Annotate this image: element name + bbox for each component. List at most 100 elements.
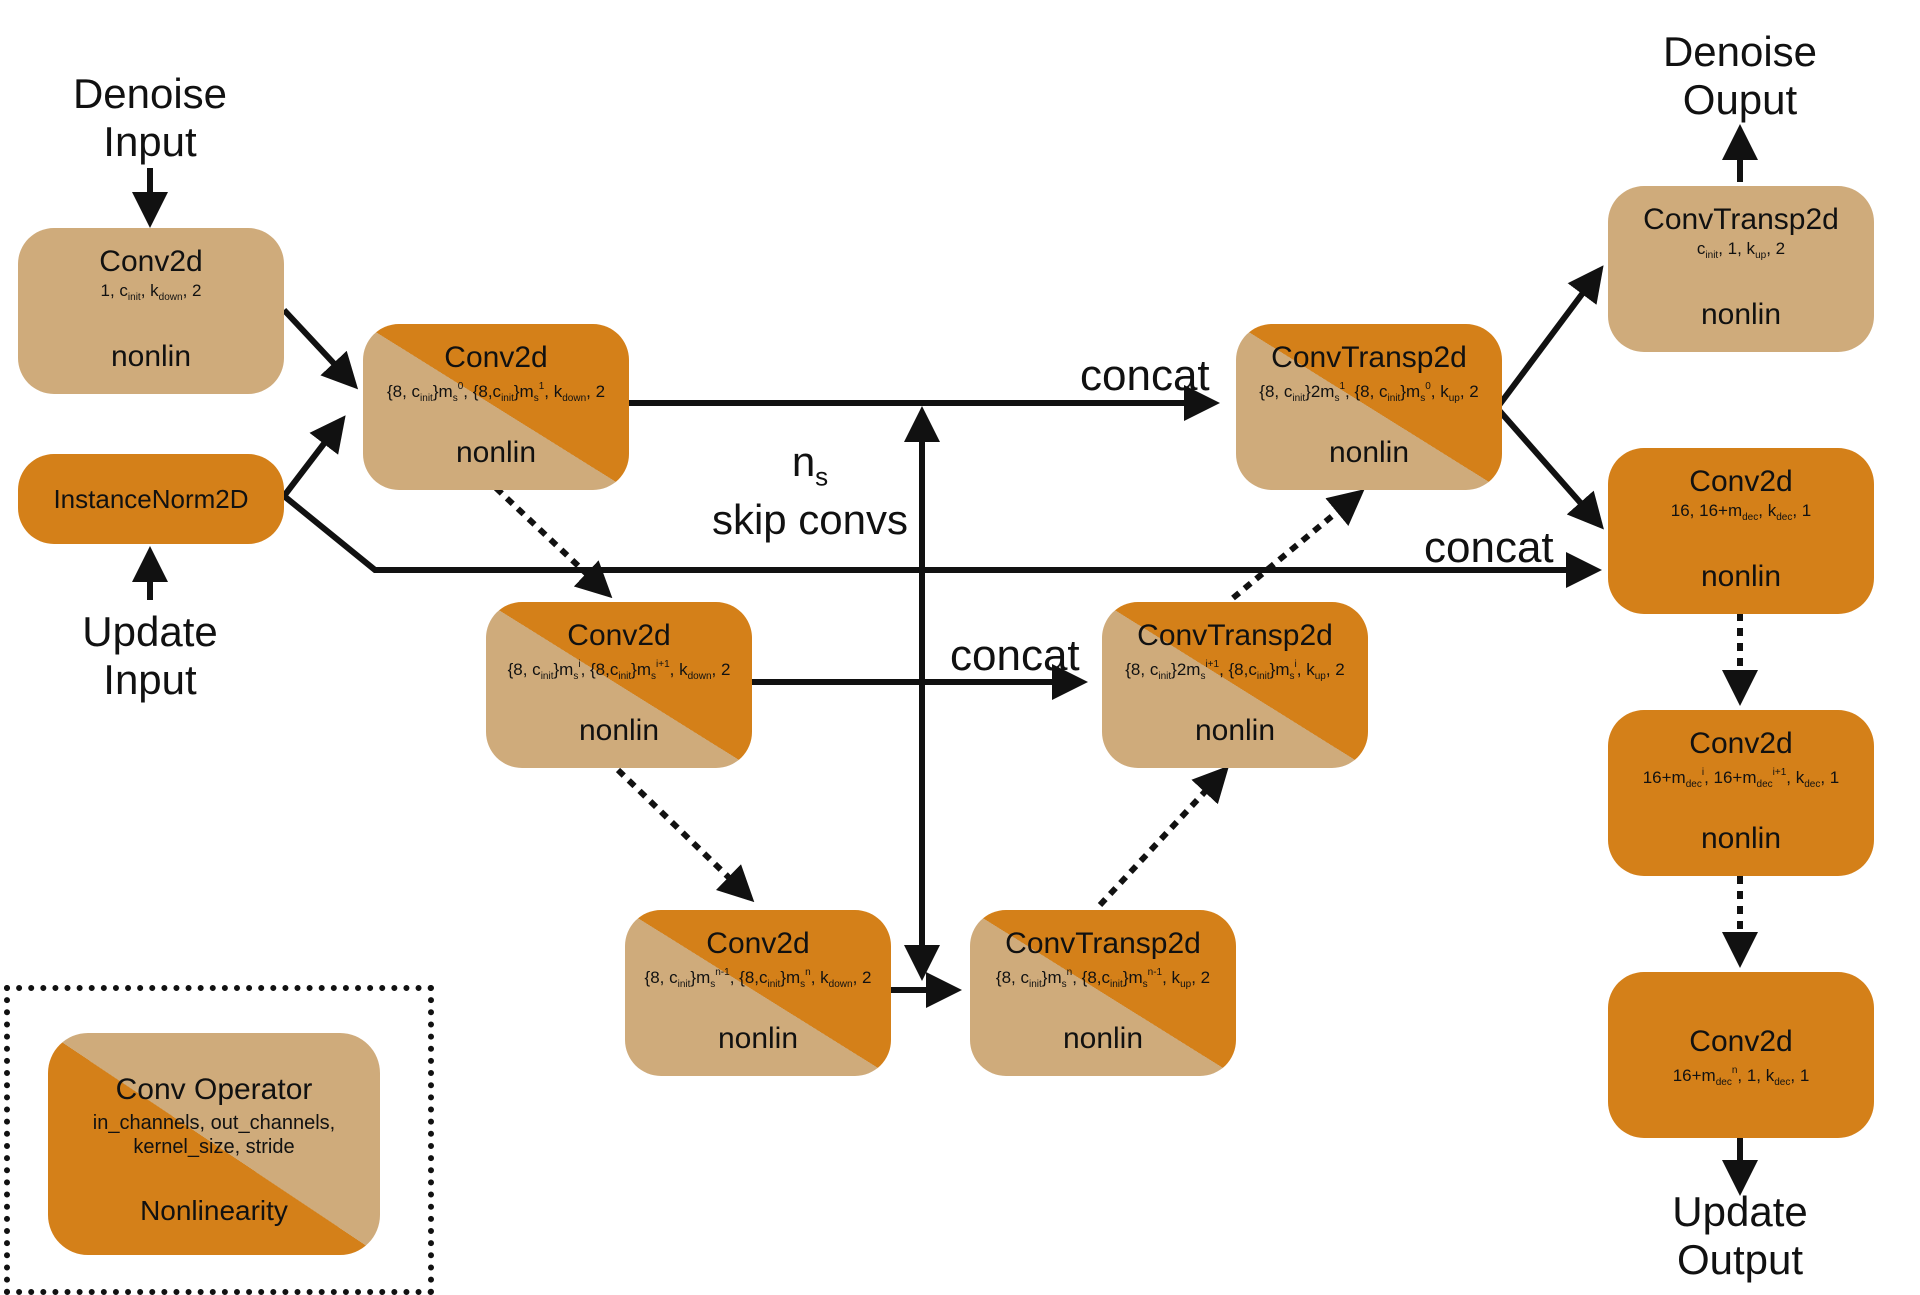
param-subscript: init: [767, 979, 781, 990]
legend-params-line1: in_channels, out_channels,: [92, 1112, 336, 1134]
dotted-enc0-enc-i: [493, 485, 613, 599]
param-text: }m: [780, 968, 801, 987]
node-title: ConvTransp2d: [1643, 203, 1839, 236]
node-title: Conv2d: [706, 927, 810, 960]
param-subscript: s: [1142, 979, 1148, 990]
param-text: , 2: [711, 660, 731, 679]
param-text: }m: [1400, 382, 1421, 401]
arrow-norm-to-enc0: [281, 415, 346, 498]
param-text: , k: [669, 660, 688, 679]
param-subscript: up: [1180, 979, 1192, 990]
param-subscript: s: [533, 393, 539, 404]
param-subscript: init: [677, 979, 691, 990]
update-output-line1: Update: [1672, 1188, 1808, 1235]
update-output-label: Update Output: [1630, 1188, 1850, 1284]
param-text: 16+m: [1642, 768, 1686, 787]
instance-norm-node: InstanceNorm2D: [18, 454, 284, 544]
param-subscript: up: [1314, 671, 1326, 682]
param-superscript: 0: [457, 381, 464, 392]
param-text: c: [1696, 239, 1706, 258]
param-subscript: init: [420, 393, 433, 404]
update-conv-last: Conv2d 16+mdecn, 1, kdec, 1: [1608, 972, 1874, 1138]
node-params: {8, cinit}msn-1, {8,cinit}msn, kdown, 2: [645, 962, 872, 996]
param-text: , 1: [1792, 501, 1812, 520]
node-nonlin: nonlin: [110, 340, 192, 373]
param-subscript: dec: [1804, 779, 1821, 790]
param-subscript: s: [651, 671, 657, 682]
node-title: ConvTransp2d: [1005, 927, 1201, 960]
node-params: {8, cinit}msi, {8,cinit}msi+1, kdown, 2: [508, 654, 731, 688]
legend-title: Conv Operator: [115, 1073, 313, 1106]
param-superscript: n-1: [715, 967, 730, 978]
dotted-dec-n-dec-i: [1097, 765, 1230, 908]
param-text: , 2: [182, 281, 202, 300]
param-subscript: init: [1256, 671, 1270, 682]
skip-convs-text: skip convs: [711, 496, 909, 544]
param-subscript: dec: [1774, 1077, 1791, 1088]
param-subscript: init: [127, 292, 141, 303]
node-nonlin: nonlin: [717, 1022, 799, 1055]
node-params: {8, cinit}ms0, {8,cinit}ms1, kdown, 2: [387, 376, 605, 410]
denoise-output-label: Denoise Ouput: [1630, 28, 1850, 124]
param-text: {8, c: [507, 660, 541, 679]
param-text: , 2: [1459, 382, 1479, 401]
update-output-line2: Output: [1676, 1236, 1804, 1283]
param-subscript: s: [452, 393, 458, 404]
param-subscript: dec: [1715, 1077, 1732, 1088]
node-nonlin: nonlin: [1700, 560, 1782, 593]
param-text: , {8,c: [1072, 968, 1111, 987]
param-superscript: 1: [538, 381, 545, 392]
param-text: , {8,c: [1219, 660, 1257, 679]
param-subscript: init: [1158, 671, 1172, 682]
param-text: , k: [1786, 768, 1805, 787]
param-superscript: 0: [1425, 381, 1431, 392]
param-subscript: down: [562, 393, 587, 404]
param-subscript: s: [1334, 393, 1340, 404]
node-nonlin: nonlin: [1194, 714, 1276, 747]
concat-label-top: concat: [1080, 351, 1210, 400]
node-title: Conv2d: [1689, 465, 1793, 498]
param-superscript: i+1: [1772, 767, 1787, 778]
node-title: ConvTransp2d: [1271, 341, 1467, 374]
param-text: {8, c: [1259, 382, 1293, 401]
param-subscript: down: [687, 671, 712, 682]
param-subscript: dec: [1685, 779, 1702, 790]
param-text: , 1: [1820, 768, 1840, 787]
update-input-line2: Input: [103, 656, 197, 703]
param-text: , k: [544, 382, 563, 401]
param-text: , {8,c: [463, 382, 502, 401]
skip-convs-label: ns skip convs: [690, 440, 930, 542]
decoder-convtransp-n: ConvTransp2d {8, cinit}msn, {8,cinit}msn…: [970, 910, 1236, 1076]
param-subscript: init: [1387, 393, 1401, 404]
param-text: 16, 16+m: [1670, 501, 1743, 520]
skip-n-subscript: s: [815, 461, 829, 492]
param-text: , k: [1758, 501, 1777, 520]
node-nonlin: nonlin: [578, 714, 660, 747]
node-title: Conv2d: [567, 619, 671, 652]
node-title: Conv2d: [1689, 1025, 1793, 1058]
node-params: cinit, 1, kup, 2: [1697, 238, 1785, 267]
node-title: ConvTransp2d: [1137, 619, 1333, 652]
param-subscript: down: [828, 979, 853, 990]
param-superscript: i: [1294, 659, 1297, 670]
param-subscript: up: [1755, 250, 1767, 261]
param-subscript: s: [1061, 979, 1067, 990]
param-text: }2m: [1305, 382, 1335, 401]
param-superscript: n-1: [1147, 967, 1163, 978]
denoise-output-line2: Ouput: [1682, 76, 1798, 123]
node-title: Conv2d: [444, 341, 548, 374]
arrow-norm-concat-up: [282, 493, 1602, 588]
node-nonlin: nonlin: [1700, 822, 1782, 855]
dotted-dec-i-dec0: [1231, 489, 1365, 601]
param-text: , k: [1430, 382, 1449, 401]
legend-nonlin: Nonlinearity: [140, 1195, 288, 1226]
param-text: 1, c: [100, 281, 128, 300]
param-superscript: i+1: [656, 659, 670, 670]
update-input-line1: Update: [82, 608, 218, 655]
encoder-conv-n: Conv2d {8, cinit}msn-1, {8,cinit}msn, kd…: [625, 910, 891, 1076]
legend-conv-operator: Conv Operator in_channels, out_channels,…: [48, 1033, 380, 1255]
update-input-label: Update Input: [40, 608, 260, 704]
update-conv-first: Conv2d 16, 16+mdec, kdec, 1 nonlin: [1608, 448, 1874, 614]
param-subscript: init: [501, 393, 514, 404]
param-text: }m: [432, 382, 453, 401]
